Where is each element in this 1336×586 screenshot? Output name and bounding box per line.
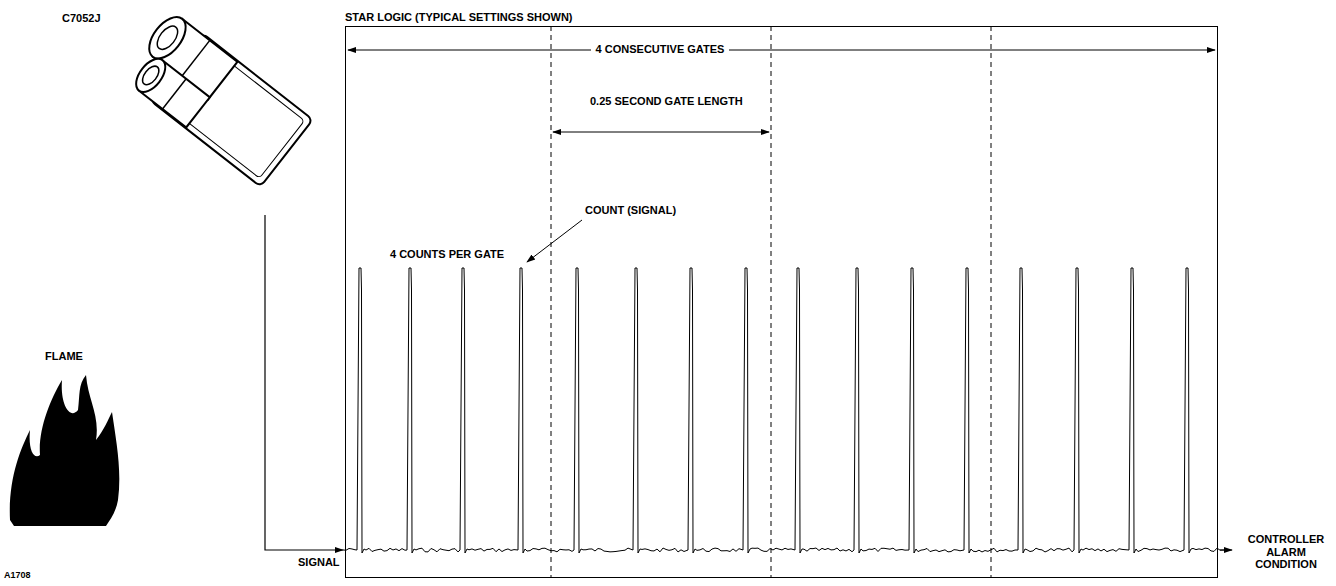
lens-ring — [180, 40, 210, 78]
gate-divider — [551, 26, 552, 578]
count-leader — [527, 220, 582, 262]
lens-glass — [153, 22, 181, 53]
signal-label: SIGNAL — [298, 556, 340, 569]
consecutive-gates-arrow — [348, 50, 1215, 51]
chart-title: STAR LOGIC (TYPICAL SETTINGS SHOWN) — [345, 11, 573, 23]
output-label: CONTROLLER ALARM CONDITION — [1240, 533, 1332, 571]
chart-frame: STAR LOGIC (TYPICAL SETTINGS SHOWN) — [345, 26, 1218, 578]
signal-trace — [343, 268, 1224, 553]
figure-number: A1708 — [4, 570, 31, 580]
input-wire — [265, 215, 343, 550]
counts-label: 4 COUNTS PER GATE — [390, 248, 504, 261]
detector-lens — [130, 54, 209, 128]
flame-label: FLAME — [45, 350, 83, 363]
lens-face — [130, 54, 171, 98]
lens-ring — [163, 79, 187, 109]
lens-face — [142, 11, 193, 65]
part-label: C7052J — [62, 12, 101, 25]
output-arrow — [1220, 550, 1232, 551]
callout-label: COUNT (SIGNAL) — [585, 204, 676, 217]
gate-length-arrow — [553, 132, 769, 133]
gate-length-label: 0.25 SECOND GATE LENGTH — [590, 95, 743, 108]
flame — [10, 375, 120, 526]
gate-count-label: 4 CONSECUTIVE GATES — [591, 43, 730, 56]
gate-divider — [991, 26, 992, 578]
gate-divider — [771, 26, 772, 578]
lens-glass — [139, 63, 162, 87]
flame-detector — [120, 10, 313, 187]
